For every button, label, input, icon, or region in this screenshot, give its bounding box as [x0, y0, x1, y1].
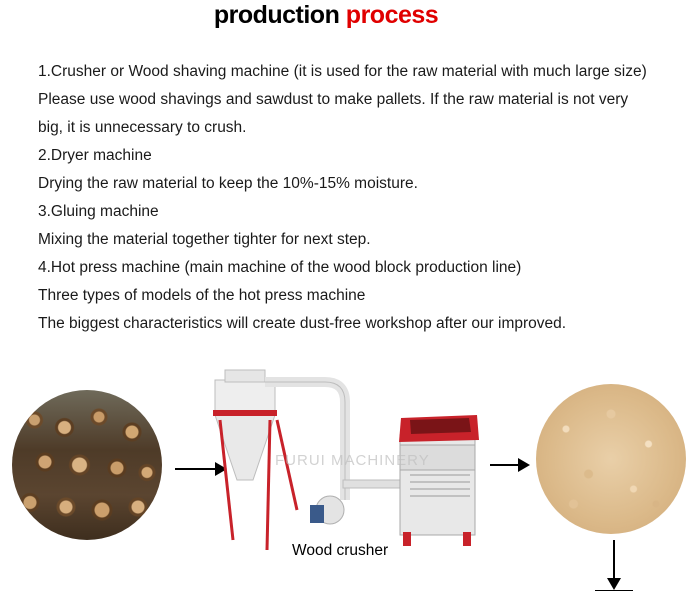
logs-image — [12, 390, 162, 540]
text-line: 2.Dryer machine — [38, 147, 152, 164]
text-line: 1.Crusher or Wood shaving machine (it is… — [38, 63, 647, 80]
text-line: Please use wood shavings and sawdust to … — [38, 91, 629, 108]
text-line: 3.Gluing machine — [38, 203, 159, 220]
wood-crusher-image: FURUI MACHINERY — [213, 369, 479, 551]
title-part-red: process — [345, 1, 439, 29]
text-line: Drying the raw material to keep the 10%-… — [38, 175, 418, 192]
title-part-black: production — [213, 1, 340, 29]
watermark-text: FURUI MACHINERY — [275, 452, 430, 469]
text-line: Three types of models of the hot press m… — [38, 287, 366, 304]
process-description: 1.Crusher or Wood shaving machine (it is… — [38, 58, 693, 338]
arrow-right-icon — [490, 458, 530, 472]
text-line: The biggest characteristics will create … — [38, 315, 567, 332]
page-title: production process — [0, 0, 652, 30]
sawdust-image — [536, 384, 686, 534]
text-line: 4.Hot press machine (main machine of the… — [38, 259, 522, 276]
arrow-down-icon — [607, 540, 621, 590]
text-line: Mixing the material together tighter for… — [38, 231, 371, 248]
machine-caption: Wood crusher — [292, 542, 389, 559]
divider — [595, 590, 633, 591]
text-line: big, it is unnecessary to crush. — [38, 119, 247, 136]
